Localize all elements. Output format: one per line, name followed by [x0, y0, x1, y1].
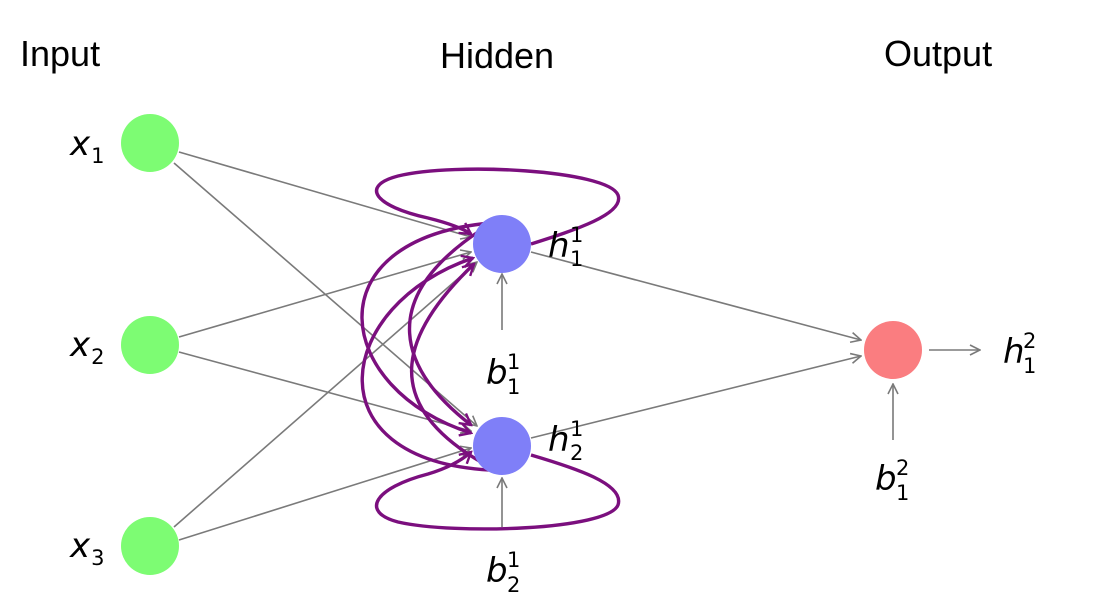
node-labels: x1 x2 x3 h 1 1 h 1 2 h 2 1 b 1 1 b 1 2 b… — [69, 124, 1036, 597]
label-b12-sup: 1 — [507, 548, 520, 572]
edge-x2-h1 — [178, 252, 471, 338]
label-b11-sub: 1 — [507, 375, 520, 399]
edge-x2-h2 — [178, 351, 471, 431]
label-x3: x3 — [69, 526, 105, 570]
output-node — [864, 321, 922, 379]
label-x1: x1 — [69, 124, 105, 168]
recurrent-h1-to-h2-inner — [407, 228, 482, 425]
hidden-layer-heading: Hidden — [440, 35, 554, 76]
input-node-x1 — [121, 114, 179, 172]
input-node-x3 — [121, 517, 179, 575]
recurrent-h1-to-h2-outer — [360, 221, 491, 433]
input-node-x2 — [121, 316, 179, 374]
recurrent-loop-h1 — [374, 167, 621, 246]
hidden-to-output-edges — [530, 251, 980, 439]
label-b11-sup: 1 — [507, 350, 520, 374]
label-h21-sub: 1 — [1023, 354, 1036, 378]
recurrent-h2-to-h1-inner — [410, 264, 482, 464]
label-h12: h — [548, 420, 570, 460]
recurrent-loop-h2 — [375, 452, 621, 531]
label-h12-sup: 1 — [570, 417, 583, 441]
recurrent-h2-to-h1-outer — [360, 258, 491, 472]
bias-edges — [502, 274, 893, 527]
edge-x3-h1 — [173, 262, 477, 528]
label-b12-sub: 2 — [507, 573, 520, 597]
edge-x3-h2 — [178, 448, 471, 541]
label-b21-sup: 2 — [896, 456, 909, 480]
label-b21: b — [875, 459, 897, 499]
label-h21: h — [1003, 332, 1025, 372]
nodes — [121, 114, 922, 575]
output-layer-heading: Output — [884, 33, 992, 74]
label-b11: b — [486, 353, 508, 393]
edge-x1-h1 — [178, 151, 471, 237]
input-layer-heading: Input — [20, 33, 100, 74]
input-to-hidden-edges — [173, 151, 477, 541]
label-h12-sub: 2 — [570, 441, 583, 465]
label-h21-sup: 2 — [1023, 329, 1036, 353]
label-b21-sub: 1 — [896, 481, 909, 505]
hidden-node-h2 — [473, 417, 531, 475]
label-h11-sub: 1 — [570, 247, 583, 271]
label-h11: h — [548, 226, 570, 266]
edge-h1-out — [530, 251, 861, 340]
edge-h2-out — [530, 356, 861, 439]
recurrent-edges — [360, 167, 621, 531]
label-h11-sup: 1 — [570, 223, 583, 247]
label-x2: x2 — [69, 325, 105, 369]
label-b12: b — [486, 551, 508, 591]
hidden-node-h1 — [473, 215, 531, 273]
